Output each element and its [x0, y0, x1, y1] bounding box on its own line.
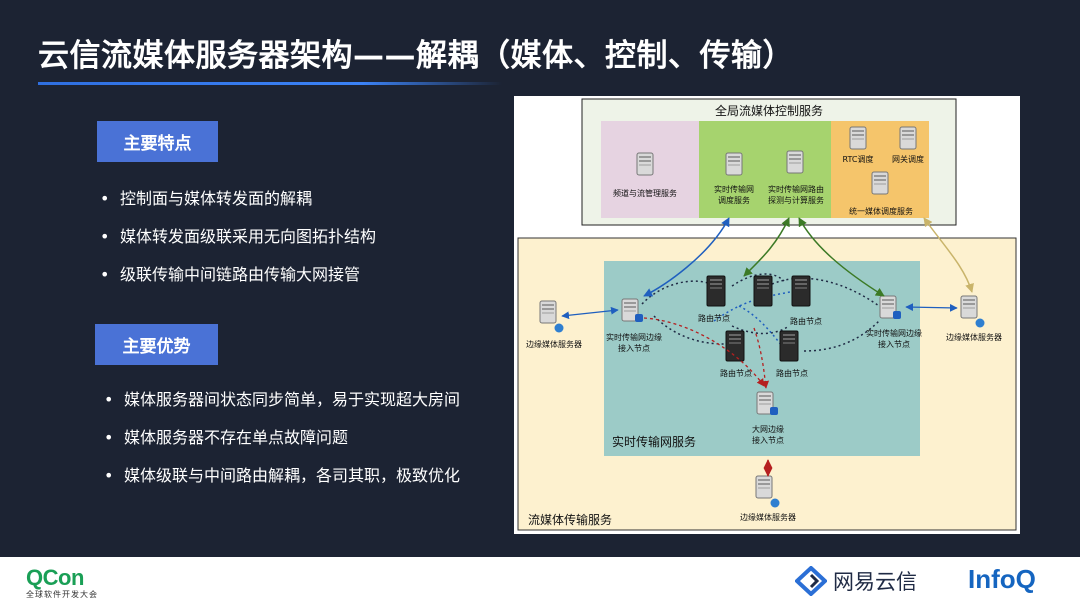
feature-item: 媒体转发面级联采用无向图拓扑结构: [100, 227, 376, 265]
route-node-label: 路由节点: [720, 368, 752, 378]
advantages-list: 媒体服务器间状态同步简单，易于实现超大房间 媒体服务器不存在单点故障问题 媒体级…: [104, 390, 460, 504]
qcon-logo: QCon 全球软件开发大会: [26, 567, 98, 600]
gw-dispatch-label: 网关调度: [892, 154, 924, 164]
edge-server-left-label: 边缘媒体服务器: [526, 339, 582, 349]
title-underline: [38, 82, 502, 85]
rt-zone: [699, 121, 831, 218]
features-list: 控制面与媒体转发面的解耦 媒体转发面级联采用无向图拓扑结构 级联传输中间链路由传…: [100, 189, 376, 303]
route-node-label: 路由节点: [698, 313, 730, 323]
netease-mark-icon: [795, 566, 827, 596]
qcon-subtitle: 全球软件开发大会: [26, 590, 98, 599]
edge-server-bottom-icon: [755, 475, 773, 499]
realtime-net-title: 实时传输网服务: [612, 434, 696, 449]
edge-server-left-icon: [539, 300, 557, 324]
right-access-label-1: 实时传输网边缘: [866, 328, 922, 338]
netease-name: 网易云信: [833, 571, 917, 594]
route-node-3-icon: [791, 275, 811, 307]
unified-dispatch-server-icon: [871, 171, 889, 195]
features-heading: 主要特点: [97, 121, 218, 162]
right-access-label-2: 接入节点: [878, 339, 910, 349]
netease-logo: 网易云信: [795, 566, 917, 596]
left-access-label-2: 接入节点: [618, 343, 650, 353]
advantages-heading: 主要优势: [95, 324, 218, 365]
rt-route-label-1: 实时传输网路由: [768, 184, 824, 194]
footer-bar: [0, 557, 1080, 608]
advantage-item: 媒体服务器不存在单点故障问题: [104, 428, 460, 466]
rtc-dispatch-server-icon: [849, 126, 867, 150]
edge-server-right-label: 边缘媒体服务器: [946, 332, 1002, 342]
rt-dispatch-label-1: 实时传输网: [714, 184, 754, 194]
route-node-1-icon: [706, 275, 726, 307]
rt-dispatch-server-icon: [725, 152, 743, 176]
qcon-name: QCon: [26, 565, 84, 590]
feature-item: 控制面与媒体转发面的解耦: [100, 189, 376, 227]
left-access-label-1: 实时传输网边缘: [606, 332, 662, 342]
route-node-label: 路由节点: [790, 316, 822, 326]
rt-dispatch-label-2: 调度服务: [718, 195, 750, 205]
edge-server-right-icon: [960, 295, 978, 319]
advantage-item: 媒体服务器间状态同步简单，易于实现超大房间: [104, 390, 460, 428]
route-node-4-icon: [725, 330, 745, 362]
rtc-dispatch-label: RTC调度: [843, 154, 874, 164]
architecture-diagram: 全局流媒体控制服务 频道与流管理服务 实时传输网 调度服务 实时传输网路由 探测…: [514, 96, 1020, 534]
edge-server-bottom-label: 边缘媒体服务器: [740, 512, 796, 522]
rt-route-label-2: 探测与计算服务: [768, 195, 824, 205]
transport-service-title: 流媒体传输服务: [528, 512, 612, 527]
advantage-item: 媒体级联与中间路由解耦，各司其职，极致优化: [104, 466, 460, 504]
channel-mgmt-label: 频道与流管理服务: [613, 188, 677, 198]
rt-route-server-icon: [786, 150, 804, 174]
route-node-label: 路由节点: [776, 368, 808, 378]
route-node-5-icon: [779, 330, 799, 362]
backbone-edge-label-1: 大网边缘: [752, 424, 784, 434]
route-node-2-icon: [753, 275, 773, 307]
backbone-edge-label-2: 接入节点: [752, 435, 784, 445]
feature-item: 级联传输中间链路由传输大网接管: [100, 265, 376, 303]
slide-title: 云信流媒体服务器架构——解耦（媒体、控制、传输）: [38, 38, 794, 74]
gw-dispatch-server-icon: [899, 126, 917, 150]
control-service-title: 全局流媒体控制服务: [715, 103, 823, 118]
channel-mgmt-server-icon: [636, 152, 654, 176]
unified-dispatch-label: 统一媒体调度服务: [849, 206, 913, 216]
infoq-logo: InfoQ: [968, 564, 1036, 594]
